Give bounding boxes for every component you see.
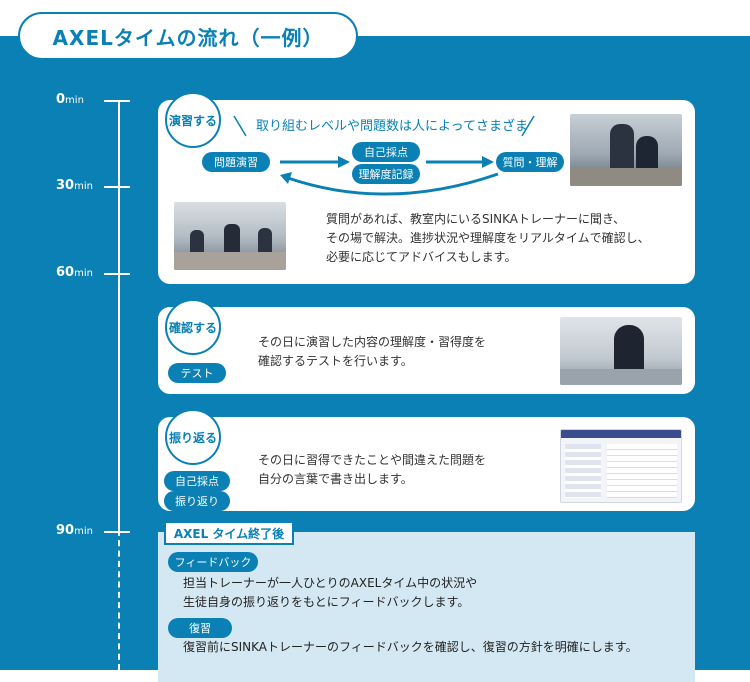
tag-reflection: 振り返り bbox=[164, 491, 230, 511]
tag-test: テスト bbox=[168, 363, 226, 383]
timeline-dashed-line bbox=[118, 530, 120, 670]
step-reflect-bubble: 振り返る bbox=[165, 409, 221, 465]
step-reflect-description: その日に習得できたことや間違えた問題を 自分の言葉で書き出します。 bbox=[258, 453, 487, 486]
tag-review: 復習 bbox=[168, 618, 232, 638]
timeline-tick bbox=[104, 531, 130, 533]
time-label-90: 90min bbox=[56, 523, 93, 538]
time-label-60: 60min bbox=[56, 265, 93, 280]
timeline-tick bbox=[104, 186, 130, 188]
tag-feedback: フィードバック bbox=[168, 552, 258, 572]
step-practice-description: 質問があれば、教室内にいるSINKAトレーナーに聞き、 その場で解決。進捗状況や… bbox=[326, 212, 650, 264]
flow-arrows bbox=[280, 156, 499, 196]
step-reflect-card: 振り返る 自己採点 振り返り その日に習得できたことや間違えた問題を 自分の言葉… bbox=[158, 409, 695, 511]
app-screenshot bbox=[560, 429, 682, 503]
flow-question-understanding: 質問・理解 bbox=[496, 152, 564, 172]
flow-understanding-record: 理解度記録 bbox=[352, 164, 420, 184]
step-confirm-card: 確認する テスト その日に演習した内容の理解度・習得度を 確認するテストを行いま… bbox=[158, 299, 695, 394]
after-axel-label: AXEL タイム終了後 bbox=[164, 521, 294, 545]
classroom-photo-1 bbox=[570, 114, 682, 186]
timeline-line bbox=[118, 100, 120, 530]
step-practice-bubble: 演習する bbox=[165, 92, 221, 148]
timeline-tick bbox=[104, 273, 130, 275]
time-label-30: 30min bbox=[56, 178, 93, 193]
classroom-photo-2 bbox=[174, 202, 286, 270]
step-confirm-description: その日に演習した内容の理解度・習得度を 確認するテストを行います。 bbox=[258, 335, 487, 368]
step-practice-card: 演習する 取り組むレベルや問題数は人によってさまざま 問題演習 自己採点 理解度… bbox=[158, 92, 695, 284]
review-description: 復習前にSINKAトレーナーのフィードバックを確認し、復習の方針を明確にします。 bbox=[183, 640, 638, 654]
step-practice-tagline: 取り組むレベルや問題数は人によってさまざま bbox=[256, 119, 528, 134]
flow-self-grading: 自己採点 bbox=[352, 142, 420, 162]
page-title: AXELタイムの流れ（一例） bbox=[18, 12, 358, 60]
flow-problem-practice: 問題演習 bbox=[202, 152, 270, 172]
tag-self-grading: 自己採点 bbox=[164, 471, 230, 491]
feedback-description: 担当トレーナーが一人ひとりのAXELタイム中の状況や 生徒自身の振り返りをもとに… bbox=[183, 576, 478, 609]
student-test-photo bbox=[560, 317, 682, 385]
tagline-slashes bbox=[233, 115, 535, 137]
step-confirm-bubble: 確認する bbox=[165, 299, 221, 355]
time-label-0: 0min bbox=[56, 92, 84, 107]
timeline-tick bbox=[104, 100, 130, 102]
